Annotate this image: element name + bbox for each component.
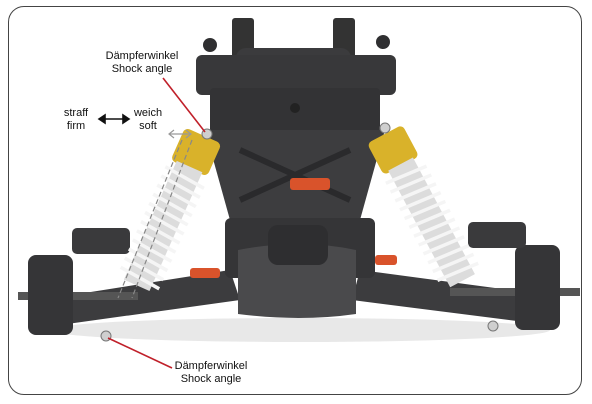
label-bottom-line1: Dämpferwinkel — [174, 360, 248, 372]
label-top-line1: Dämpferwinkel — [105, 50, 179, 62]
label-firm-en: firm — [66, 120, 86, 132]
red-part-right — [375, 255, 397, 265]
front-bumper — [238, 244, 356, 318]
right-hub — [515, 245, 560, 330]
pointer-bottom-shock-angle — [107, 337, 173, 369]
label-top-line2: Shock angle — [111, 63, 173, 75]
mount-position-arrow — [168, 129, 192, 139]
label-bottom-line2: Shock angle — [180, 373, 242, 385]
left-shock — [119, 128, 221, 292]
label-shock-angle-bottom: Dämpferwinkel Shock angle — [166, 360, 256, 386]
left-hub — [28, 255, 73, 335]
right-upper-arm — [468, 222, 526, 248]
left-upper-arm — [72, 228, 130, 254]
label-weich: weich — [133, 107, 163, 119]
tower-plate — [196, 55, 396, 95]
label-firm: straff firm — [56, 107, 96, 133]
firm-soft-arrow — [97, 113, 131, 125]
red-part-left — [190, 268, 220, 278]
left-driveshaft — [18, 292, 138, 300]
label-straff: straff — [63, 107, 89, 119]
label-soft: weich soft — [128, 107, 168, 133]
right-shock — [368, 126, 479, 288]
label-soft-en: soft — [139, 120, 157, 132]
alt-angle-dash-2 — [131, 139, 193, 299]
pointer-top-shock-angle — [162, 77, 206, 133]
alt-angle-dash-1 — [117, 139, 183, 299]
left-lower-arm — [40, 270, 240, 325]
servo-red — [290, 178, 330, 190]
shadow — [50, 318, 550, 342]
differential — [268, 225, 328, 265]
label-shock-angle-top: Dämpferwinkel Shock angle — [100, 50, 184, 76]
right-lower-arm — [352, 270, 555, 325]
